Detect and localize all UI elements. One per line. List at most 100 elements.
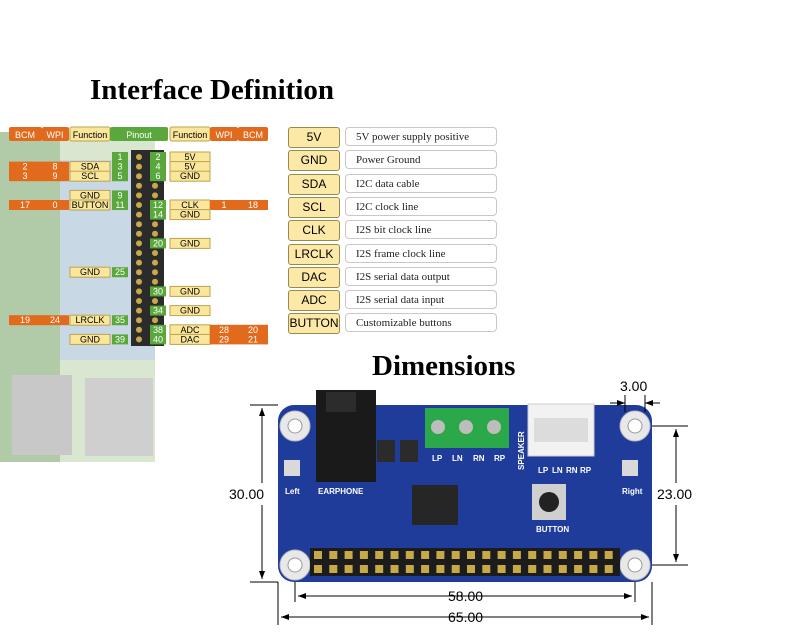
- usb-port-photo: [12, 375, 72, 455]
- pin-number: 30: [153, 286, 163, 296]
- mic-left: [284, 460, 300, 476]
- pinout-header-label: Pinout: [126, 130, 152, 140]
- dimensions-title: Dimensions: [372, 350, 516, 382]
- pin-number: 14: [153, 210, 163, 220]
- def-description: I2C clock line: [345, 196, 497, 216]
- def-description: I2C data cable: [345, 173, 497, 193]
- codec-chip: [412, 485, 458, 525]
- left-pin-row: 19 24 LRCLK 35: [9, 314, 128, 326]
- function-value: SCL: [81, 171, 99, 181]
- def-description: Power Ground: [345, 150, 497, 170]
- silk-ln: LN: [452, 454, 463, 463]
- function-value: GND: [180, 238, 201, 248]
- bcm-header-left-label: BCM: [15, 130, 35, 140]
- silk-earphone: EARPHONE: [318, 487, 364, 496]
- pin-number: 9: [117, 190, 122, 200]
- def-name: SDA: [288, 173, 340, 195]
- right-pin-row: 6 GND: [150, 170, 211, 182]
- wpi-header-left-label: WPI: [47, 130, 64, 140]
- wpi-value: 0: [52, 200, 57, 210]
- silk-ln2: LN: [552, 466, 563, 475]
- function-value: LRCLK: [75, 315, 104, 325]
- pin-number: 6: [155, 171, 160, 181]
- wpi-header-left: [42, 127, 69, 141]
- function-value: GND: [180, 286, 201, 296]
- pin-number: 11: [115, 200, 124, 210]
- wpi-value: 29: [219, 334, 229, 344]
- bcm-value: 18: [248, 200, 258, 210]
- dim-left: 30.00: [229, 486, 264, 502]
- silk-right: Right: [622, 487, 643, 496]
- function-value: GND: [180, 171, 201, 181]
- silk-rn: RN: [473, 454, 485, 463]
- bcm-header-right-label: BCM: [243, 130, 263, 140]
- bcm-value: 19: [20, 315, 30, 325]
- pin-number: 4: [155, 162, 160, 172]
- def-description: I2S frame clock line: [345, 243, 497, 263]
- bcm-value: 3: [22, 171, 27, 181]
- pin-number: 2: [155, 152, 160, 162]
- wpi-value: 8: [52, 162, 57, 172]
- function-value: CLK: [181, 200, 199, 210]
- pin-number: 38: [153, 325, 163, 335]
- def-description: I2S bit clock line: [345, 220, 497, 240]
- ethernet-port-photo: [85, 378, 153, 456]
- pin-number: 12: [153, 200, 163, 210]
- bcm-value: 17: [20, 200, 30, 210]
- function-header-right-label: Function: [173, 130, 208, 140]
- pin-number: 3: [117, 162, 122, 172]
- def-name: CLK: [288, 220, 340, 242]
- def-description: I2S serial data output: [345, 266, 497, 286]
- pin-number: 35: [115, 315, 125, 325]
- silk-lp: LP: [432, 454, 443, 463]
- bcm-header-right: [238, 127, 268, 141]
- pin-number-1: 1: [117, 152, 122, 162]
- wpi-header-right-label: WPI: [216, 130, 233, 140]
- wpi-value: 9: [52, 171, 57, 181]
- silk-button: BUTTON: [536, 525, 569, 534]
- mic-right: [622, 460, 638, 476]
- pin-number: 34: [153, 306, 163, 316]
- pin-number: 25: [115, 267, 125, 277]
- silk-rp: RP: [494, 454, 506, 463]
- dim-right: 23.00: [657, 486, 692, 502]
- dim-inner-width: 58.00: [448, 588, 483, 604]
- silk-rn2: RN: [566, 466, 578, 475]
- wpi-value: 28: [219, 325, 229, 335]
- bcm-value: 2: [22, 162, 27, 172]
- function-value: BUTTON: [72, 200, 109, 210]
- board-header-pins: [314, 551, 613, 573]
- function-value: GND: [180, 306, 201, 316]
- left-pin-row: 17 0 BUTTON 11: [9, 199, 128, 211]
- function-value: DAC: [180, 334, 200, 344]
- mounting-holes: [279, 410, 651, 581]
- def-name: GND: [288, 150, 340, 172]
- silk-lp2: LP: [538, 466, 549, 475]
- silk-speaker: SPEAKER: [517, 431, 526, 470]
- def-name: 5V: [288, 127, 340, 148]
- bcm-value: 21: [248, 334, 258, 344]
- dim-top: 3.00: [620, 378, 647, 394]
- left-pin-row: 2 8 SDA 3: [9, 161, 128, 173]
- pin-number: 40: [153, 334, 163, 344]
- right-pin-row: 34 GND: [150, 305, 211, 317]
- pinout-header-row: BCM WPI Function Pinout Function WPI BCM: [9, 126, 268, 142]
- def-name: BUTTON: [288, 313, 340, 335]
- function-value: GND: [80, 334, 101, 344]
- function-value: GND: [80, 190, 101, 200]
- left-pin-row: 3 9 SCL 5: [9, 170, 128, 182]
- def-description: I2S serial data input: [345, 290, 497, 310]
- pin-number: 5: [117, 171, 122, 181]
- wpi-value: 24: [50, 315, 60, 325]
- capacitor-1: [377, 440, 395, 462]
- function-value: SDA: [81, 162, 100, 172]
